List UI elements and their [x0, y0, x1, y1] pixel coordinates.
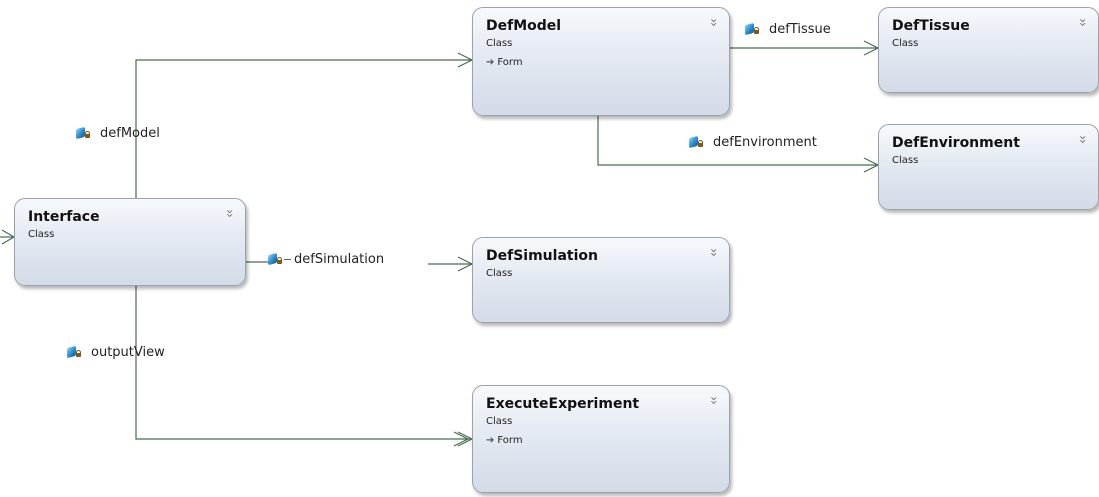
- base-class-label: Form: [497, 57, 523, 68]
- class-deftissue[interactable]: DefTissue ›› Class: [878, 7, 1099, 93]
- private-field-icon: [745, 22, 761, 37]
- association-label: defEnvironment: [713, 135, 817, 150]
- class-executeexperiment[interactable]: ExecuteExperiment ›› Class ➔Form: [472, 385, 730, 493]
- class-interface[interactable]: Interface ›› Class: [14, 198, 246, 286]
- class-stereotype: Class: [486, 268, 513, 279]
- private-field-icon: [689, 135, 705, 150]
- base-class-label: Form: [497, 435, 523, 446]
- collapse-icon[interactable]: ››: [707, 396, 722, 404]
- arrowhead-outputview-1: [453, 431, 470, 447]
- class-name: DefSimulation: [486, 248, 598, 264]
- base-class: ➔Form: [486, 435, 523, 446]
- class-name: ExecuteExperiment: [486, 396, 640, 412]
- collapse-icon[interactable]: ››: [1076, 18, 1091, 26]
- private-field-icon: [268, 252, 284, 267]
- association-defmodel[interactable]: defModel: [76, 126, 160, 141]
- class-defenvironment[interactable]: DefEnvironment ›› Class: [878, 124, 1099, 210]
- class-name: Interface: [28, 209, 100, 225]
- private-field-icon: [76, 126, 92, 141]
- connector-defmodel: [135, 59, 472, 198]
- association-label: defModel: [100, 126, 160, 141]
- association-label: defTissue: [769, 22, 831, 37]
- class-defsimulation[interactable]: DefSimulation ›› Class: [472, 237, 730, 323]
- association-label: defSimulation: [294, 252, 385, 267]
- class-stereotype: Class: [892, 38, 919, 49]
- base-class: ➔Form: [486, 57, 523, 68]
- class-stereotype: Class: [486, 38, 513, 49]
- association-outputview[interactable]: outputView: [67, 345, 165, 360]
- inheritance-icon: ➔: [486, 435, 495, 446]
- class-name: DefTissue: [892, 18, 970, 34]
- connector-defenvironment: [597, 116, 878, 166]
- class-name: DefModel: [486, 18, 562, 34]
- association-defsimulation[interactable]: defSimulation: [268, 252, 384, 267]
- collapse-icon[interactable]: ››: [707, 18, 722, 26]
- private-field-icon: [67, 345, 83, 360]
- class-stereotype: Class: [892, 155, 919, 166]
- class-stereotype: Class: [486, 416, 513, 427]
- collapse-icon[interactable]: ››: [223, 209, 238, 217]
- class-defmodel[interactable]: DefModel ›› Class ➔Form: [472, 7, 730, 116]
- collapse-icon[interactable]: ››: [1076, 135, 1091, 143]
- collapse-icon[interactable]: ››: [707, 248, 722, 256]
- connector-stub: [284, 259, 291, 260]
- association-deftissue[interactable]: defTissue: [745, 22, 831, 37]
- class-name: DefEnvironment: [892, 135, 1020, 151]
- association-defenvironment[interactable]: defEnvironment: [689, 135, 817, 150]
- inheritance-icon: ➔: [486, 57, 495, 68]
- association-label: outputView: [91, 345, 165, 360]
- connector-outputview: [135, 286, 472, 440]
- class-stereotype: Class: [28, 229, 55, 240]
